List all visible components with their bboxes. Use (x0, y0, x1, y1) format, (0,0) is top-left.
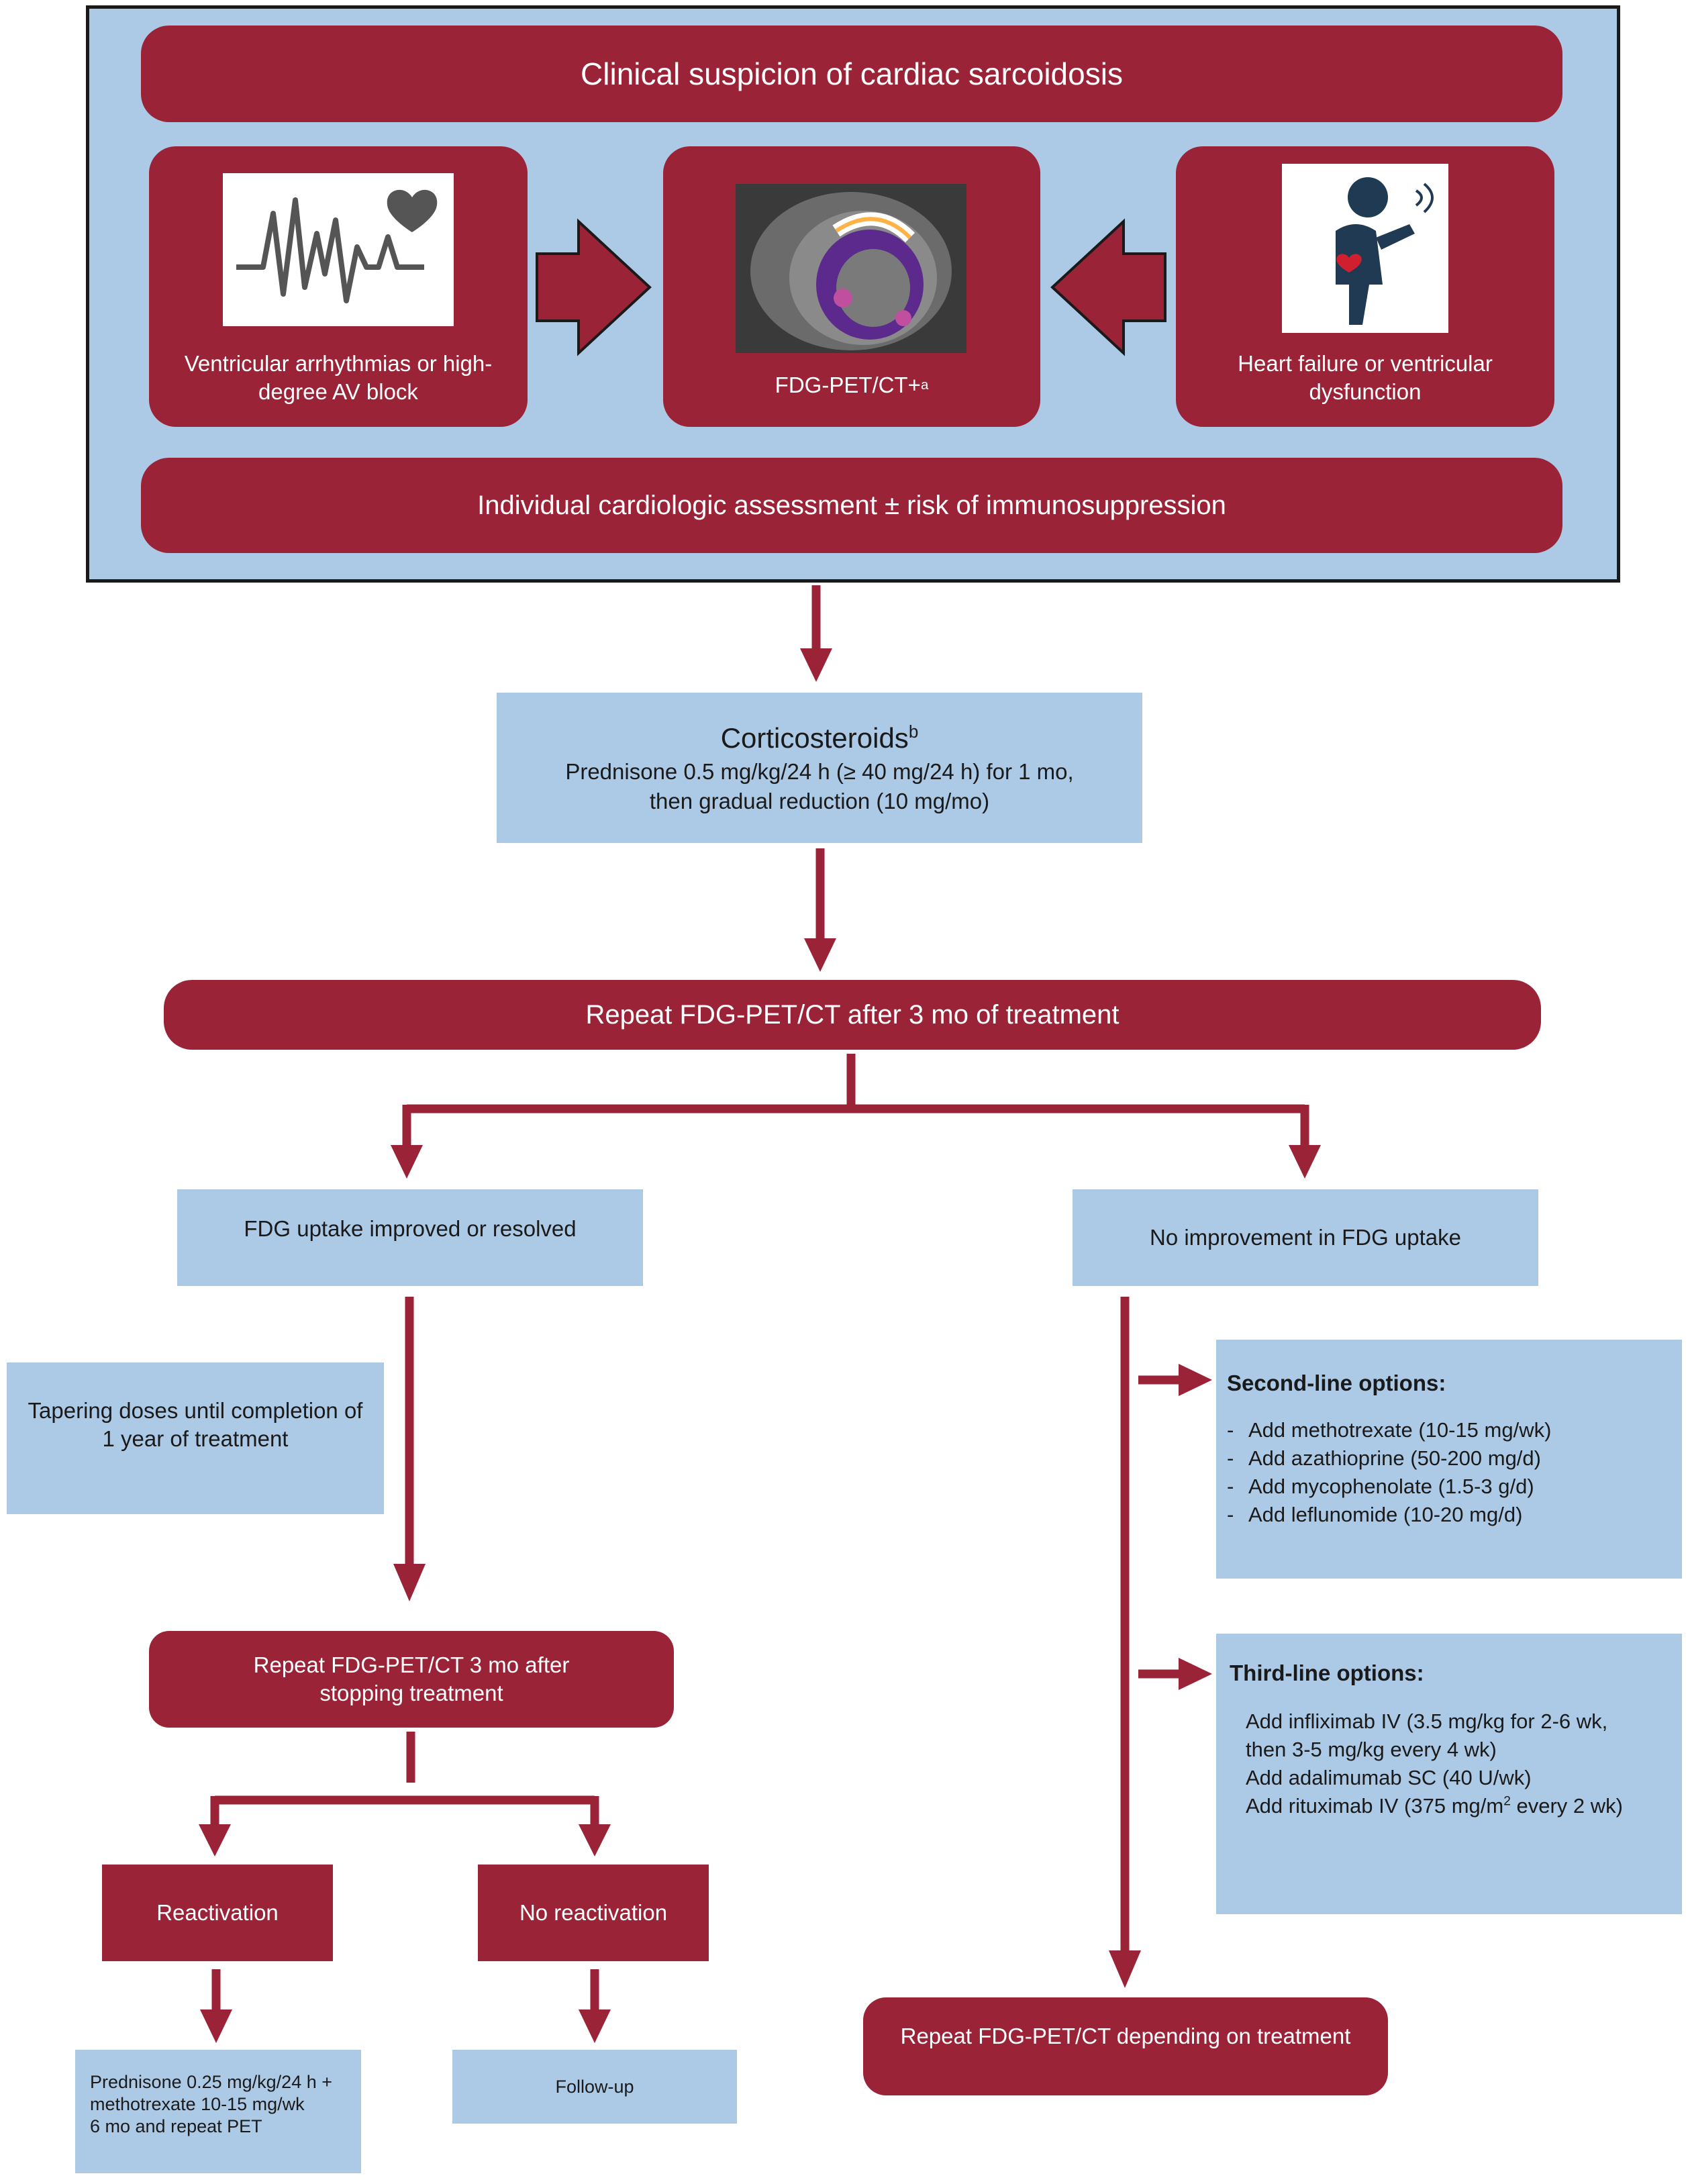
prednisone-dose-line: Prednisone 0.5 mg/kg/24 h (≥ 40 mg/24 h)… (565, 759, 1074, 784)
fdg-pet-card: FDG-PET/CT+a (663, 146, 1040, 427)
repeat-depending-box: Repeat FDG-PET/CT depending on treatment (863, 1997, 1388, 2095)
second-line-options-box: Second-line options: -Add methotrexate (… (1216, 1340, 1682, 1579)
arrhythmia-card: Ventricular arrhythmias or high-degree A… (149, 146, 528, 427)
list-item: -Add azathioprine (50-200 mg/d) (1227, 1446, 1541, 1470)
tapering-box: Tapering doses until completion of 1 yea… (7, 1362, 384, 1514)
repeat-pet-banner: Repeat FDG-PET/CT after 3 mo of treatmen… (164, 980, 1541, 1050)
list-item: Add adalimumab SC (40 U/wk) (1246, 1766, 1532, 1789)
fdg-pet-label: FDG-PET/CT+a (775, 373, 929, 397)
third-line-title: Third-line options: (1230, 1660, 1424, 1685)
list-item: -Add methotrexate (10-15 mg/wk) (1227, 1418, 1552, 1442)
clinical-suspicion-title: Clinical suspicion of cardiac sarcoidosi… (581, 56, 1123, 91)
list-item: then 3-5 mg/kg every 4 wk) (1246, 1738, 1497, 1761)
list-item: Add infliximab IV (3.5 mg/kg for 2-6 wk, (1246, 1709, 1608, 1733)
left-block-arrow (1050, 218, 1166, 356)
second-line-list: -Add methotrexate (10-15 mg/wk) -Add aza… (1227, 1416, 1682, 1529)
improved-box: FDG uptake improved or resolved (177, 1189, 643, 1286)
no-reactivation-box: No reactivation (478, 1865, 709, 1961)
corticosteroids-title: Corticosteroidsb (720, 722, 919, 754)
coughing-person-icon (1282, 164, 1448, 333)
list-item: -Add mycophenolate (1.5-3 g/d) (1227, 1475, 1534, 1498)
footnote-b: b (908, 722, 919, 742)
list-item: Add rituximab IV (375 mg/m2 every 2 wk) (1246, 1794, 1623, 1818)
gradual-reduction-line: then gradual reduction (10 mg/mo) (649, 789, 990, 813)
heart-failure-label: Heart failure or ventricular dysfunction (1238, 351, 1493, 404)
third-line-options-box: Third-line options: Add infliximab IV (3… (1216, 1634, 1682, 1914)
no-improvement-box: No improvement in FDG uptake (1073, 1189, 1538, 1286)
corticosteroids-box: Corticosteroidsb Prednisone 0.5 mg/kg/24… (497, 693, 1142, 843)
ecg-heart-icon (223, 173, 454, 326)
pet-ct-scan-image (736, 184, 966, 353)
reactivation-treatment-box: Prednisone 0.25 mg/kg/24 h + methotrexat… (75, 2050, 361, 2173)
repeat-after-stop-box: Repeat FDG-PET/CT 3 mo after stopping tr… (149, 1631, 674, 1728)
reactivation-box: Reactivation (102, 1865, 333, 1961)
list-item: -Add leflunomide (10-20 mg/d) (1227, 1503, 1523, 1526)
heart-failure-card: Heart failure or ventricular dysfunction (1176, 146, 1554, 427)
follow-up-box: Follow-up (452, 2050, 737, 2124)
right-block-arrow (536, 218, 652, 356)
third-line-list: Add infliximab IV (3.5 mg/kg for 2-6 wk,… (1230, 1707, 1682, 1820)
second-line-title: Second-line options: (1227, 1371, 1446, 1395)
cardiologic-assessment-banner: Individual cardiologic assessment ± risk… (141, 458, 1562, 553)
arrhythmia-label: Ventricular arrhythmias or high-degree A… (184, 351, 493, 404)
clinical-suspicion-banner: Clinical suspicion of cardiac sarcoidosi… (141, 26, 1562, 122)
